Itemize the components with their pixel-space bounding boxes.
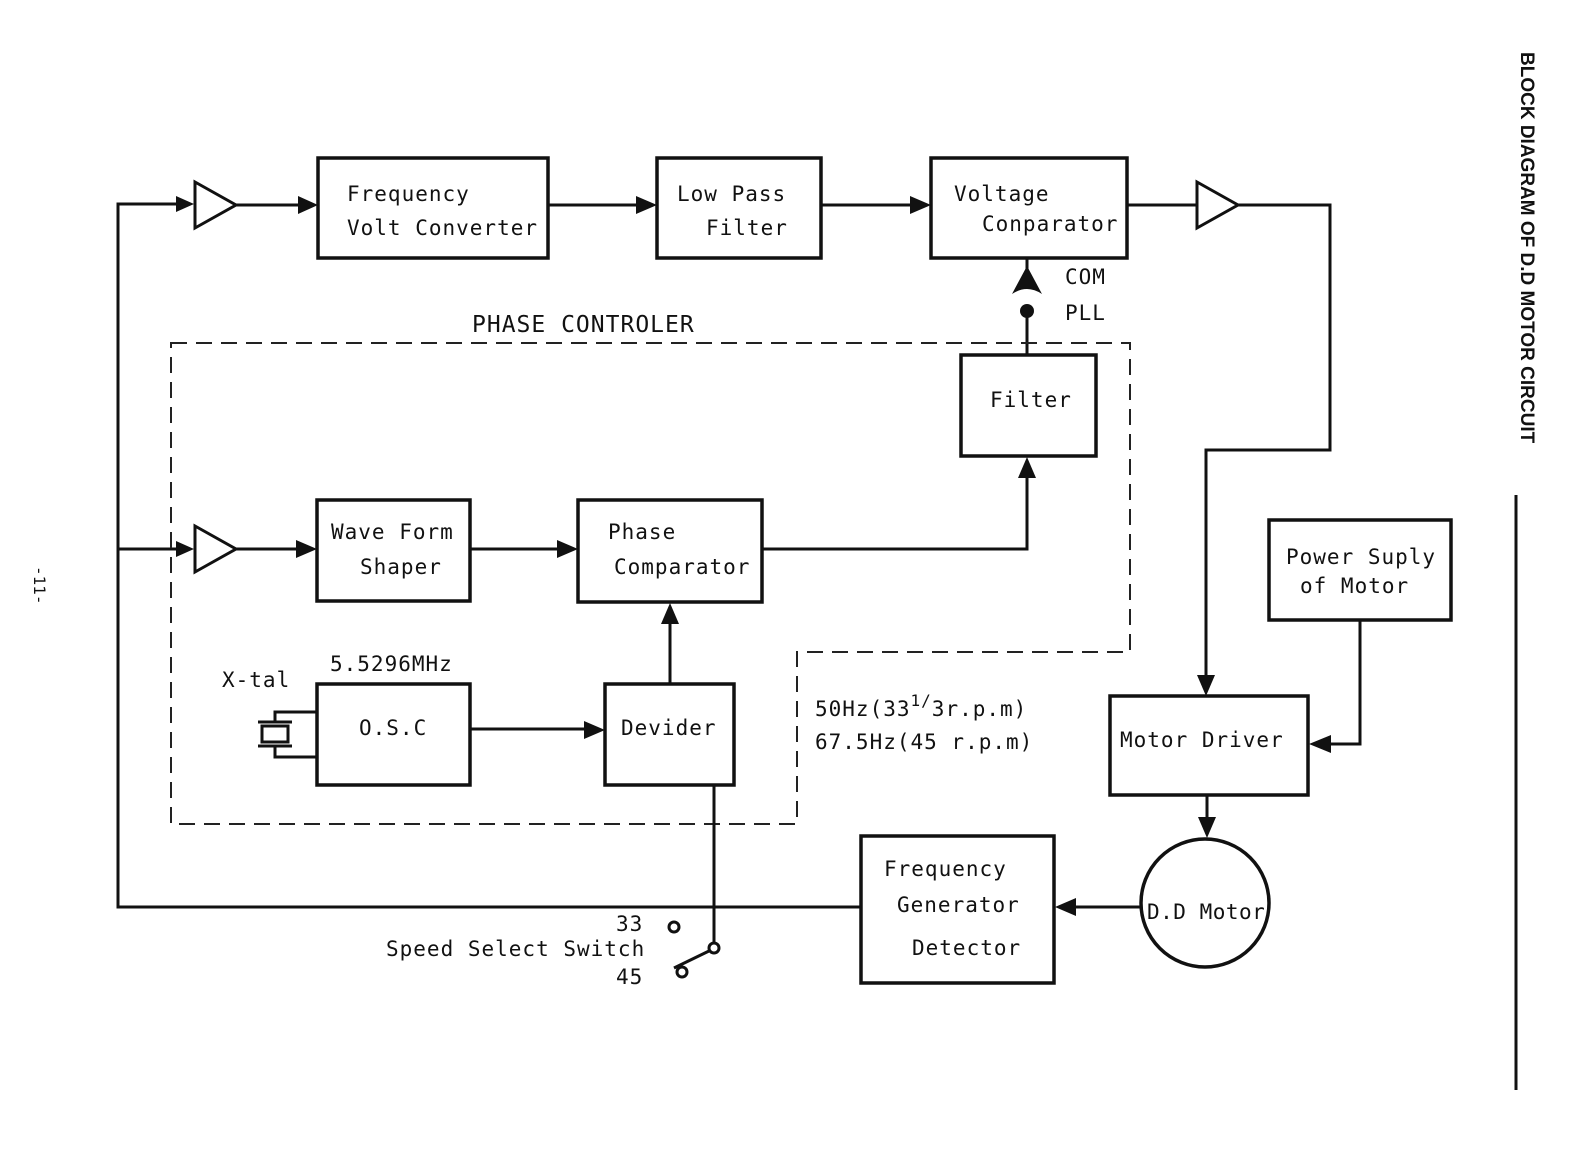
com-label: COM bbox=[1065, 265, 1106, 289]
block-voltage-comparator bbox=[929, 156, 1129, 260]
osc-frequency-label: 5.5296MHz bbox=[330, 652, 453, 676]
vc-line1: Voltage bbox=[954, 182, 1050, 206]
fg-line1: Frequency bbox=[884, 857, 1007, 881]
wfs-line2: Shaper bbox=[360, 555, 442, 579]
dd-motor-circle bbox=[1139, 837, 1271, 969]
block-osc bbox=[315, 682, 472, 787]
speed-switch-label: Speed Select Switch bbox=[386, 937, 645, 961]
lpf-line2: Filter bbox=[706, 216, 788, 240]
amplifier-phase-icon bbox=[193, 523, 240, 575]
arrow-into-fv bbox=[298, 196, 318, 214]
fg-line2: Generator bbox=[897, 893, 1020, 917]
page-number: -11- bbox=[30, 566, 49, 605]
freq-33-note: 50Hz(331/3r.p.m) bbox=[815, 691, 1027, 721]
power-supply-line2: of Motor bbox=[1300, 574, 1409, 598]
arrow-into-fg bbox=[1055, 898, 1076, 916]
arrow-into-motor bbox=[1198, 817, 1216, 838]
wire-power-to-driver bbox=[1330, 620, 1362, 746]
motor-driver-label: Motor Driver bbox=[1120, 728, 1284, 752]
arrow-into-filter bbox=[1018, 457, 1036, 478]
diagram-title: BLOCK DIAGRAM OF D.D MOTOR CIRCUIT bbox=[1516, 52, 1537, 444]
switch-45-contact-icon[interactable] bbox=[675, 965, 689, 979]
amplifier-top-icon bbox=[193, 179, 240, 231]
fv-converter-line2: Volt Converter bbox=[347, 216, 538, 240]
block-wave-form-shaper bbox=[315, 498, 472, 603]
feedback-wire-left bbox=[116, 202, 862, 909]
com-pll-switch-icon[interactable] bbox=[1012, 266, 1042, 294]
block-motor-driver bbox=[1108, 694, 1310, 797]
filter-label: Filter bbox=[990, 388, 1072, 412]
vc-line2: Conparator bbox=[982, 212, 1118, 236]
arrow-into-pc-from-divider bbox=[661, 603, 679, 624]
block-low-pass-filter bbox=[655, 156, 823, 260]
divider-label: Devider bbox=[621, 716, 717, 740]
phase-controller-boundary bbox=[170, 342, 1131, 825]
switch-common-contact-icon bbox=[707, 941, 721, 955]
speed-45-label: 45 bbox=[616, 965, 643, 989]
pc-line2: Comparator bbox=[614, 555, 750, 579]
switch-33-contact-icon[interactable] bbox=[667, 920, 681, 934]
amplifier-output-icon bbox=[1195, 179, 1242, 231]
arrow-into-motor-driver bbox=[1197, 675, 1215, 696]
arrow-into-amp-phase bbox=[176, 541, 194, 557]
freq-45-note: 67.5Hz(45 r.p.m) bbox=[815, 730, 1033, 754]
phase-controller-label: PHASE CONTROLER bbox=[472, 312, 695, 338]
block-phase-comparator bbox=[576, 498, 764, 604]
wire-pc-to-filter bbox=[762, 476, 1029, 551]
osc-label: O.S.C bbox=[359, 716, 427, 740]
block-fg-detector bbox=[859, 834, 1056, 985]
wfs-line1: Wave Form bbox=[331, 520, 454, 544]
arrow-into-divider bbox=[584, 721, 605, 739]
arrow-into-pc bbox=[557, 540, 578, 558]
crystal-icon bbox=[258, 710, 318, 759]
xtal-label: X-tal bbox=[222, 668, 290, 692]
block-power-supply bbox=[1267, 518, 1453, 622]
fv-converter-line1: Frequency bbox=[347, 182, 470, 206]
lpf-line1: Low Pass bbox=[677, 182, 786, 206]
speed-switch-lever-icon[interactable] bbox=[673, 949, 710, 970]
arrow-into-lpf bbox=[636, 196, 657, 214]
block-filter bbox=[959, 353, 1098, 458]
dd-motor-label: D.D Motor bbox=[1147, 900, 1265, 924]
pll-label: PLL bbox=[1065, 301, 1106, 325]
wire-amp-to-driver bbox=[1204, 203, 1332, 676]
arrow-into-vc bbox=[910, 196, 931, 214]
fg-line3: Detector bbox=[912, 936, 1021, 960]
block-fv-converter bbox=[316, 156, 550, 260]
arrow-into-amp-top bbox=[176, 196, 194, 212]
pc-line1: Phase bbox=[608, 520, 676, 544]
block-divider bbox=[603, 682, 736, 787]
power-supply-line1: Power Suply bbox=[1286, 545, 1436, 569]
speed-33-label: 33 bbox=[616, 912, 643, 936]
arrow-into-driver-power bbox=[1309, 735, 1331, 753]
arrow-into-wfs bbox=[296, 540, 317, 558]
